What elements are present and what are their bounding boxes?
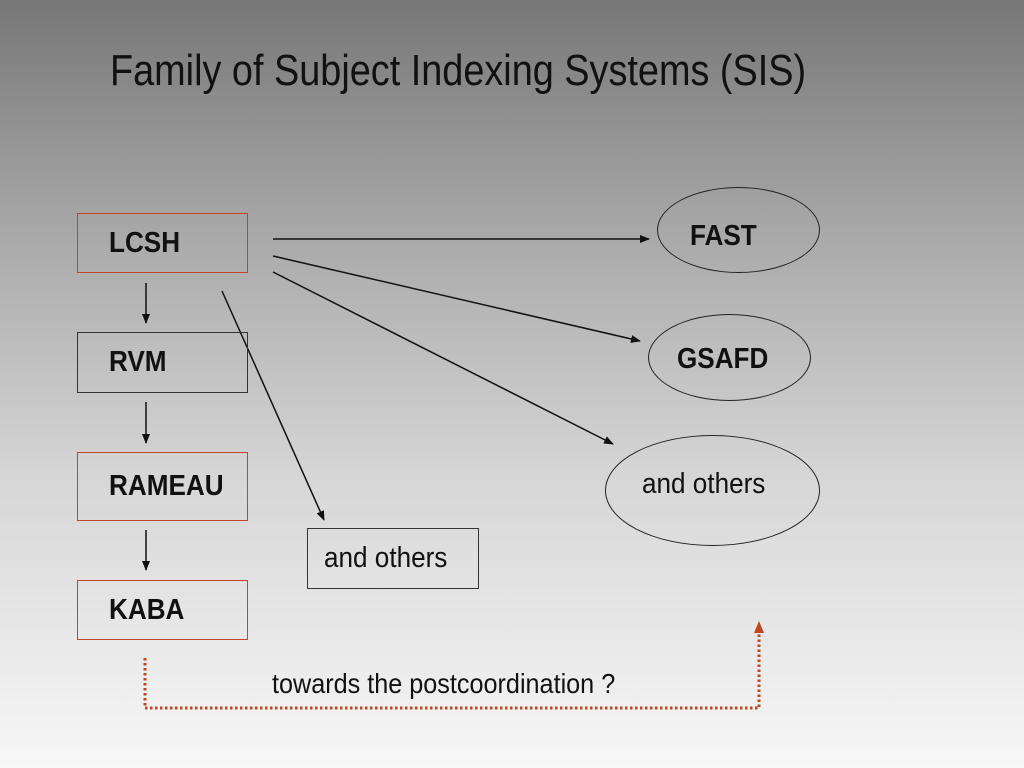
gsafd-label: GSAFD <box>677 343 769 375</box>
arrow-lcsh-to-gsafd <box>272 255 641 343</box>
others-box-label: and others <box>324 542 448 574</box>
kaba-box: KABA <box>77 580 248 640</box>
arrow-lcsh-to-others-ellipse <box>272 271 614 445</box>
fast-label: FAST <box>690 220 757 252</box>
arrow-lcsh-to-others-box <box>221 290 325 521</box>
gsafd-ellipse: GSAFD <box>648 314 811 401</box>
lcsh-box: LCSH <box>77 213 248 273</box>
rvm-label: RVM <box>109 346 167 378</box>
slide-title: Family of Subject Indexing Systems (SIS) <box>110 46 807 95</box>
rameau-label: RAMEAU <box>109 470 224 502</box>
lcsh-label: LCSH <box>109 226 181 259</box>
dotted-arrow-postcoordination <box>143 621 764 710</box>
rvm-box: RVM <box>77 332 248 393</box>
kaba-label: KABA <box>109 593 185 626</box>
others-ellipse: and others <box>605 435 820 546</box>
fast-ellipse: FAST <box>657 187 820 273</box>
postcoordination-caption: towards the postcoordination ? <box>272 668 616 699</box>
others-ellipse-label: and others <box>642 468 766 500</box>
others-box: and others <box>307 528 479 589</box>
rameau-box: RAMEAU <box>77 452 248 521</box>
